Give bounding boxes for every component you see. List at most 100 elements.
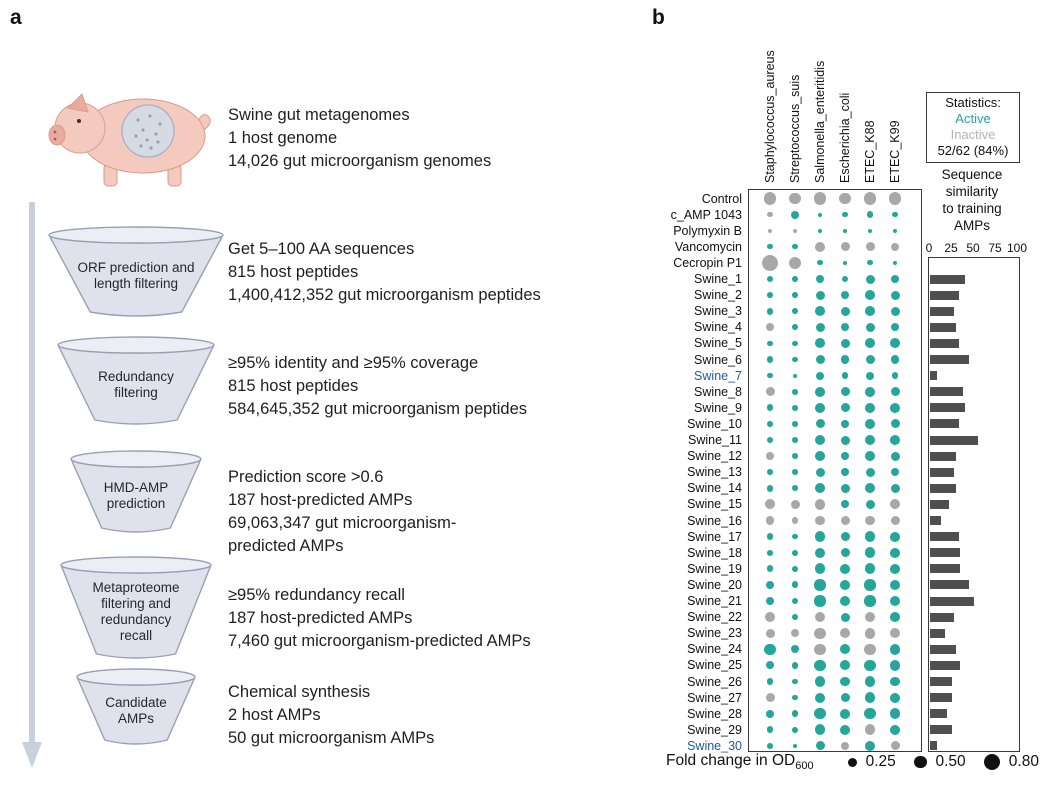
text-line: Chemical synthesis bbox=[228, 683, 371, 701]
activity-dot bbox=[863, 192, 877, 205]
text-line: 7,460 gut microorganism-predicted AMPs bbox=[228, 632, 531, 650]
text-line: Redundancy bbox=[98, 368, 174, 384]
axis-tick-label: 100 bbox=[1006, 241, 1028, 255]
activity-dot bbox=[840, 500, 850, 509]
activity-dot bbox=[814, 531, 826, 542]
activity-dot bbox=[840, 403, 850, 413]
activity-dot bbox=[792, 549, 798, 556]
similarity-bar bbox=[929, 483, 956, 493]
activity-dot bbox=[765, 628, 775, 638]
activity-dot bbox=[766, 484, 774, 492]
activity-dot bbox=[764, 643, 776, 655]
activity-dot bbox=[792, 469, 798, 476]
activity-dot bbox=[841, 275, 849, 283]
activity-dot bbox=[890, 628, 900, 639]
row-label: Swine_11 bbox=[688, 433, 742, 447]
text-line: AMPs bbox=[953, 218, 990, 233]
activity-dot bbox=[814, 611, 826, 623]
activity-dot bbox=[864, 434, 876, 446]
row-label: Swine_25 bbox=[687, 658, 742, 673]
similarity-bar bbox=[929, 338, 959, 348]
legend-item: 0.50 bbox=[913, 753, 966, 771]
activity-dot bbox=[890, 338, 900, 349]
activity-dot bbox=[767, 421, 773, 427]
activity-dot bbox=[763, 192, 777, 205]
activity-dot bbox=[792, 388, 798, 395]
activity-dot bbox=[814, 708, 826, 720]
text-line: Prediction score >0.6 bbox=[228, 468, 384, 486]
activity-dot bbox=[889, 660, 901, 671]
activity-dot bbox=[864, 643, 876, 655]
activity-dot bbox=[840, 579, 850, 590]
activity-dot bbox=[767, 211, 773, 218]
similarity-bar bbox=[929, 725, 952, 735]
activity-dot bbox=[815, 290, 825, 300]
activity-dot bbox=[890, 692, 900, 703]
row-label: Swine_22 bbox=[687, 610, 742, 625]
text-line: Get 5–100 AA sequences bbox=[228, 240, 415, 258]
activity-dot bbox=[815, 386, 825, 397]
activity-dot bbox=[865, 274, 875, 284]
activity-dot bbox=[840, 628, 850, 639]
activity-dot bbox=[865, 451, 875, 461]
activity-dot bbox=[765, 387, 775, 397]
row-label: Swine_12 bbox=[687, 449, 742, 464]
axis-tick-label: 75 bbox=[988, 241, 1002, 255]
legend-size-dot bbox=[847, 757, 857, 767]
activity-dot bbox=[766, 565, 774, 573]
activity-dot bbox=[814, 579, 826, 591]
activity-dot bbox=[791, 710, 799, 718]
text-line: similarity bbox=[945, 184, 999, 199]
activity-dot bbox=[766, 404, 774, 412]
legend-title-text: Fold change in OD bbox=[666, 752, 796, 769]
row-label: Vancomycin bbox=[674, 239, 742, 254]
activity-dot bbox=[791, 597, 799, 605]
text-line: 1,400,412,352 gut microorganism peptides bbox=[228, 286, 541, 304]
activity-dot bbox=[840, 355, 850, 364]
row-label: Swine_1 bbox=[694, 272, 742, 286]
activity-dot bbox=[792, 356, 798, 363]
activity-dot bbox=[766, 436, 774, 444]
activity-dot bbox=[890, 387, 900, 397]
activity-dot bbox=[864, 595, 876, 607]
row-label: Swine_26 bbox=[687, 674, 742, 689]
activity-dot bbox=[792, 308, 798, 315]
activity-dot bbox=[890, 355, 900, 364]
similarity-bar bbox=[929, 467, 955, 477]
activity-dot bbox=[864, 724, 876, 736]
column-header: ETEC_K99 bbox=[888, 120, 902, 183]
activity-dot bbox=[814, 595, 826, 607]
similarity-bar bbox=[929, 451, 956, 461]
activity-dot bbox=[890, 483, 900, 493]
text-line: recall bbox=[119, 627, 153, 643]
column-header: Salmonella_enteritidis bbox=[813, 60, 827, 183]
activity-dot bbox=[767, 372, 773, 379]
panel-b-label: b bbox=[652, 6, 665, 29]
legend-size-label: 0.80 bbox=[1008, 753, 1039, 771]
activity-dot bbox=[840, 660, 850, 671]
activity-dot bbox=[815, 692, 825, 703]
dot-matrix-frame bbox=[748, 189, 922, 752]
activity-dot bbox=[814, 627, 826, 639]
activity-dot bbox=[840, 708, 850, 719]
gut-microbiome-circle bbox=[121, 104, 175, 158]
activity-dot bbox=[890, 724, 900, 735]
pig-tail bbox=[198, 114, 211, 131]
activity-dot bbox=[790, 499, 800, 509]
activity-dot bbox=[840, 452, 850, 461]
similarity-bar bbox=[929, 290, 959, 300]
text-line: 1 host genome bbox=[228, 129, 338, 147]
legend-title-subscript: 600 bbox=[795, 760, 814, 773]
row-label: Swine_2 bbox=[694, 288, 742, 303]
activity-dot bbox=[865, 306, 875, 317]
activity-dot bbox=[792, 485, 798, 492]
activity-dot bbox=[815, 322, 825, 332]
activity-dot bbox=[788, 256, 802, 269]
activity-dot bbox=[840, 338, 850, 348]
